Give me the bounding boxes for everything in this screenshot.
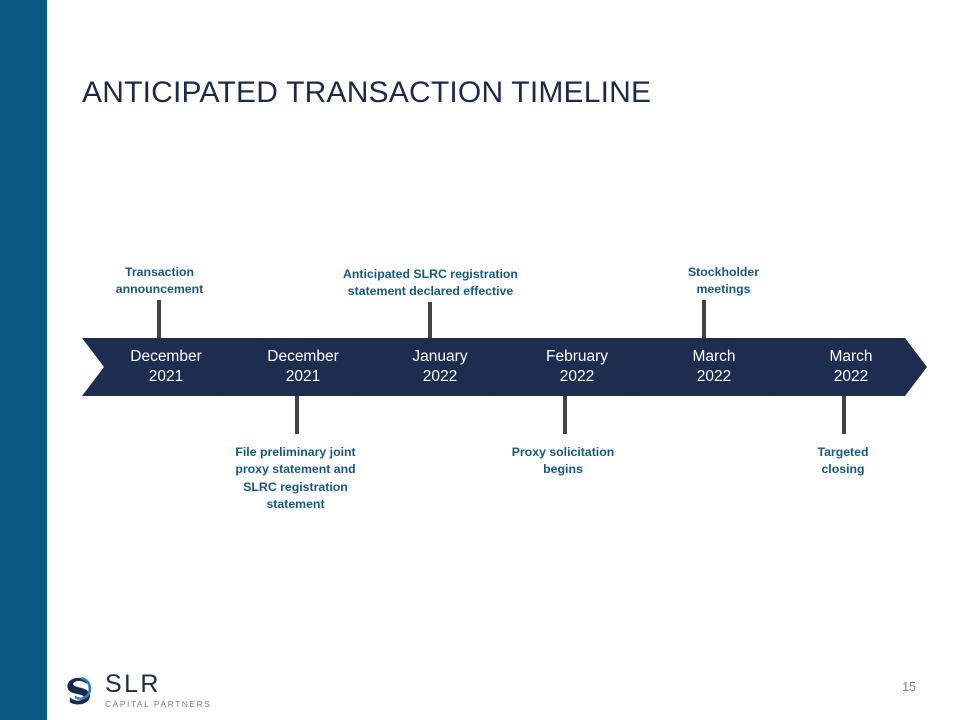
timeline-step-4-label: February 2022 <box>545 348 609 385</box>
callout-above-slrc-registration-effective: Anticipated SLRC registration statement … <box>343 267 518 299</box>
stem-below-2 <box>563 396 567 434</box>
timeline-step-2-label: December 2021 <box>267 348 339 385</box>
stem-below-1 <box>295 396 299 434</box>
callout-below-file-preliminary-proxy: File preliminary joint proxy statement a… <box>235 445 356 512</box>
timeline-step-6[interactable]: March 2022 <box>767 338 927 396</box>
stem-above-1 <box>157 300 161 340</box>
slr-tagline: CAPITAL PARTNERS <box>105 699 212 709</box>
stem-below-3 <box>842 396 846 434</box>
page-title: ANTICIPATED TRANSACTION TIMELINE <box>82 76 652 109</box>
timeline-track: December 2021 December 2021 January 2022… <box>82 338 920 396</box>
left-accent-bar <box>0 0 47 720</box>
slr-wordmark: SLR <box>105 670 161 698</box>
timeline-step-2[interactable]: December 2021 <box>219 338 379 396</box>
callout-above-transaction-announcement: Transaction announcement <box>115 265 204 297</box>
stem-above-2 <box>428 302 432 340</box>
timeline-step-3[interactable]: January 2022 <box>356 338 516 396</box>
timeline-step-5[interactable]: March 2022 <box>630 338 790 396</box>
timeline-step-6-label: March 2022 <box>829 348 873 385</box>
callout-below-proxy-solicitation-begins: Proxy solicitation begins <box>511 445 615 477</box>
callout-below-targeted-closing: Targeted closing <box>817 445 869 477</box>
timeline-step-1-label: December 2021 <box>130 348 202 385</box>
slr-s-monogram-icon <box>67 677 92 705</box>
page-number: 15 <box>902 680 916 694</box>
stem-above-3 <box>702 300 706 340</box>
slr-logo-text: SLR CAPITAL PARTNERS <box>105 672 211 709</box>
timeline-step-1[interactable]: December 2021 <box>82 338 242 396</box>
timeline-step-3-label: January 2022 <box>412 348 468 385</box>
timeline-step-5-label: March 2022 <box>692 348 736 385</box>
callout-above-stockholder-meetings: Stockholder meetings <box>687 265 760 297</box>
timeline-step-4[interactable]: February 2022 <box>493 338 653 396</box>
slr-logo: SLR CAPITAL PARTNERS <box>62 672 211 709</box>
